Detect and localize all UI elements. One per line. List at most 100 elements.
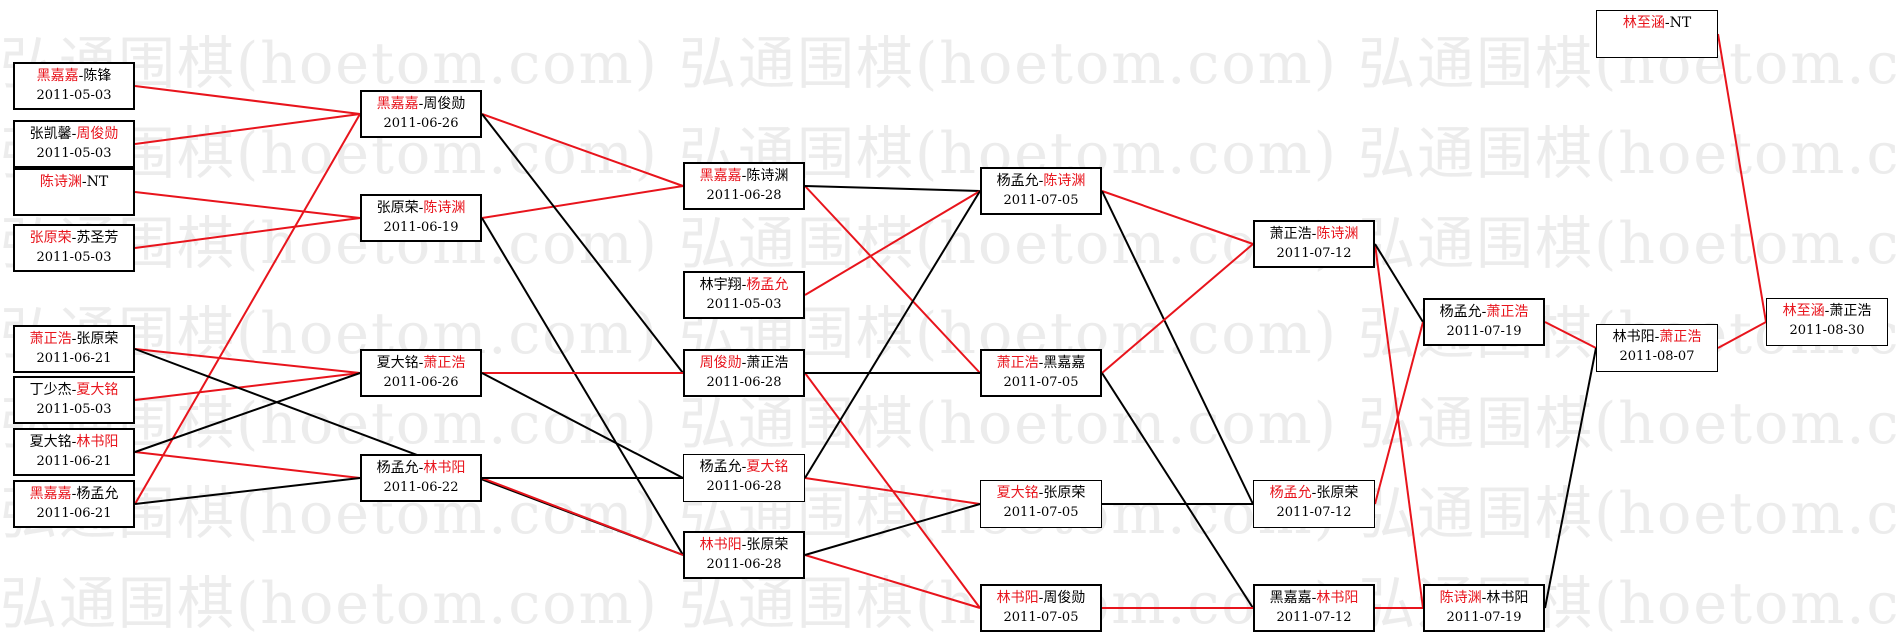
winner-advance-line: [1101, 243, 1254, 374]
versus-dash: -: [71, 434, 77, 450]
loser-drop-line: [481, 217, 684, 556]
player-name: 周俊勋: [76, 126, 119, 142]
loser-drop-line: [134, 372, 361, 453]
winner-advance-line: [134, 191, 361, 219]
match-date: 2011-06-28: [706, 479, 782, 494]
player-name: 张凯馨: [29, 126, 72, 142]
player-name: 张原荣: [1043, 485, 1086, 501]
winner-advance-line: [1717, 33, 1767, 323]
winner-advance-line: [1101, 190, 1254, 245]
player-name: 林书阳: [1612, 329, 1655, 345]
match-date: 2011-06-21: [36, 506, 112, 521]
loser-drop-line: [804, 503, 981, 556]
versus-dash: -: [741, 168, 747, 184]
loser-drop-line: [481, 372, 684, 479]
player-name: 林至涵: [1622, 15, 1665, 31]
loser-drop-line: [134, 477, 361, 505]
loser-drop-line: [1544, 347, 1597, 609]
match-date: 2011-07-12: [1276, 610, 1352, 625]
match-date: 2011-07-05: [1003, 193, 1079, 208]
winner-advance-line: [134, 217, 361, 249]
winner-advance-line: [804, 185, 981, 374]
match-players: 张原荣-陈诗渊: [362, 199, 480, 218]
match-box: 张原荣-苏圣芳 2011-05-03: [13, 224, 135, 272]
match-box: 陈诗渊-NT: [13, 168, 135, 216]
loser-drop-line: [1101, 372, 1254, 609]
match-date: 2011-07-12: [1276, 246, 1352, 261]
versus-dash: -: [418, 355, 424, 371]
loser-drop-line: [804, 190, 981, 479]
match-players: 萧正浩-陈诗渊: [1255, 225, 1373, 244]
player-name: 林宇翔: [699, 277, 742, 293]
player-name: 陈诗渊: [1439, 590, 1482, 606]
match-box: 杨孟允-夏大铭 2011-06-28: [683, 454, 805, 502]
match-players: 夏大铭-林书阳: [15, 433, 133, 452]
player-name: 杨孟允: [1269, 485, 1312, 501]
match-players: 黑嘉嘉-周俊勋: [362, 95, 480, 114]
versus-dash: -: [81, 174, 87, 190]
player-name: 萧正浩: [1659, 329, 1702, 345]
player-name: NT: [86, 174, 109, 190]
player-name: 萧正浩: [423, 355, 466, 371]
player-name: 张原荣: [746, 537, 789, 553]
player-name: 杨孟允: [1439, 304, 1482, 320]
match-date: 2011-07-05: [1003, 505, 1079, 520]
winner-advance-line: [804, 477, 981, 505]
versus-dash: -: [1481, 304, 1487, 320]
player-name: 萧正浩: [1486, 304, 1529, 320]
winner-advance-line: [804, 554, 981, 609]
winner-advance-line: [1374, 321, 1424, 505]
match-date: 2011-06-26: [383, 116, 459, 131]
player-name: 夏大铭: [746, 459, 789, 475]
match-players: 杨孟允-陈诗渊: [982, 172, 1100, 191]
match-box: 杨孟允-陈诗渊 2011-07-05: [980, 167, 1102, 215]
match-players: 杨孟允-张原荣: [1254, 484, 1374, 503]
match-players: 杨孟允-夏大铭: [684, 458, 804, 477]
player-name: 黑嘉嘉: [699, 168, 742, 184]
player-name: 杨孟允: [699, 459, 742, 475]
player-name: 黑嘉嘉: [1043, 355, 1086, 371]
match-date: 2011-05-03: [36, 250, 112, 265]
match-players: 周俊勋-萧正浩: [685, 354, 803, 373]
match-date: 2011-08-07: [1619, 349, 1695, 364]
versus-dash: -: [741, 459, 747, 475]
player-name: 林至涵: [1782, 303, 1825, 319]
match-date: 2011-05-03: [706, 297, 782, 312]
loser-drop-line: [1101, 190, 1254, 505]
winner-advance-line: [134, 85, 361, 115]
winner-advance-line: [481, 185, 684, 219]
player-name: 张原荣: [1316, 485, 1359, 501]
versus-dash: -: [1038, 355, 1044, 371]
match-date: 2011-05-03: [36, 146, 112, 161]
match-date: 2011-07-12: [1276, 505, 1352, 520]
player-name: 杨孟允: [746, 277, 789, 293]
winner-advance-line: [804, 190, 981, 296]
player-name: NT: [1669, 15, 1692, 31]
versus-dash: -: [1311, 226, 1317, 242]
match-players: 林至涵-NT: [1597, 14, 1717, 33]
match-date: 2011-06-21: [36, 351, 112, 366]
versus-dash: -: [1311, 590, 1317, 606]
match-date: 2011-07-19: [1446, 324, 1522, 339]
player-name: 林书阳: [1316, 590, 1359, 606]
player-name: 陈诗渊: [1043, 173, 1086, 189]
player-name: 林书阳: [699, 537, 742, 553]
match-players: 陈诗渊-NT: [15, 173, 133, 192]
player-name: 苏圣芳: [76, 230, 119, 246]
match-players: 张原荣-苏圣芳: [15, 229, 133, 248]
match-date: 2011-06-28: [706, 557, 782, 572]
versus-dash: -: [1481, 590, 1487, 606]
player-name: 陈诗渊: [1316, 226, 1359, 242]
player-name: 黑嘉嘉: [29, 486, 72, 502]
match-players: 林至涵-萧正浩: [1767, 302, 1887, 321]
winner-advance-line: [1717, 321, 1767, 349]
player-name: 杨孟允: [76, 486, 119, 502]
